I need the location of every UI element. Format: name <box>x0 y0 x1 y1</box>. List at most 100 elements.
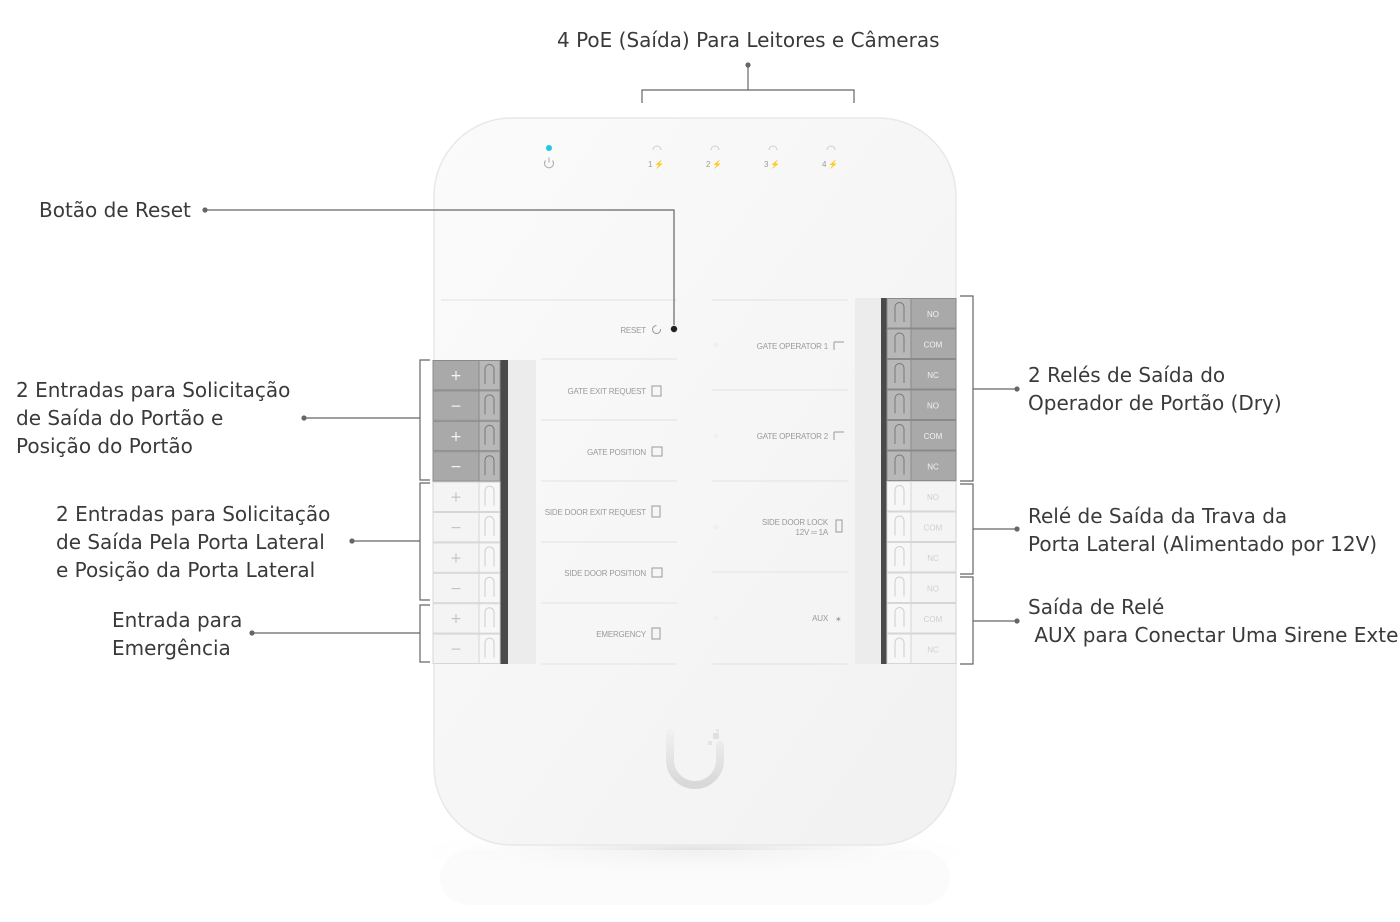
screw-slot-icon <box>894 485 905 505</box>
screw-slot-icon <box>484 576 495 597</box>
screw-slot-icon <box>894 393 905 414</box>
terminal-relay-10[interactable]: NO <box>886 572 957 603</box>
lightning-icon: ⚡ <box>770 159 780 169</box>
terminal-input-5[interactable]: + <box>432 481 501 513</box>
terminal-input-2[interactable]: − <box>432 390 501 421</box>
terminal-label: COM <box>924 615 943 624</box>
screw-slot-icon <box>894 424 905 444</box>
poe-indicators: 1 ⚡ 2 ⚡ 3 ⚡ 4 ⚡ <box>648 145 838 169</box>
panel-dividers <box>441 299 848 665</box>
terminal-relay-7[interactable]: NO <box>886 481 957 512</box>
terminal-input-7[interactable]: + <box>432 542 501 573</box>
reset-label: RESET <box>620 326 646 335</box>
gate-inputs-callout: 2 Entradas para Solicitação de Saída do … <box>16 378 291 458</box>
terminal-label: COM <box>924 341 943 350</box>
terminal-relay-9[interactable]: NC <box>886 542 957 573</box>
terminal-polarity: + <box>450 429 462 445</box>
terminal-polarity: − <box>450 581 462 597</box>
terminal-relay-6[interactable]: NC <box>886 450 957 481</box>
terminal-relay-5[interactable]: COM <box>886 420 957 451</box>
screw-slot-icon <box>484 637 495 658</box>
terminal-label: NC <box>927 646 939 655</box>
gate-position-label: GATE POSITION <box>587 448 646 457</box>
terminal-relay-11[interactable]: COM <box>886 603 957 634</box>
poe-port-1-label: 1 <box>648 160 653 169</box>
screw-slot-icon <box>894 515 905 536</box>
poe-port-3: 3 ⚡ <box>764 145 780 169</box>
terminal-relay-4[interactable]: NO <box>886 389 957 420</box>
poe-port-1: 1 ⚡ <box>648 145 664 169</box>
callout-lines <box>205 65 1017 665</box>
terminal-input-3[interactable]: + <box>432 420 501 452</box>
screw-slot-icon <box>894 607 905 627</box>
unifi-logo <box>666 729 724 789</box>
terminal-label: NC <box>927 371 939 380</box>
gate-exit-label: GATE EXIT REQUEST <box>567 387 646 396</box>
screw-slot-icon <box>484 424 495 445</box>
gate-operator-icon <box>833 341 844 350</box>
terminal-rail <box>500 360 508 664</box>
terminal-polarity: + <box>450 550 462 566</box>
terminal-input-6[interactable]: − <box>432 512 501 543</box>
terminal-polarity: − <box>450 642 462 658</box>
screw-slot-icon <box>894 576 905 597</box>
lock-icon <box>835 519 843 533</box>
status-led <box>713 433 719 439</box>
screw-slot-icon <box>484 394 495 415</box>
terminal-label: NC <box>927 463 939 472</box>
terminal-relay-3[interactable]: NC <box>886 359 957 390</box>
terminal-label: NO <box>927 585 939 594</box>
lightning-icon: ⚡ <box>712 159 722 169</box>
reset-callout: Botão de Reset <box>39 198 191 222</box>
poe-port-2-label: 2 <box>706 160 711 169</box>
screw-slot-icon <box>894 454 905 475</box>
lightning-icon: ⚡ <box>654 159 664 169</box>
reset-arrow-icon <box>652 325 662 334</box>
terminal-input-4[interactable]: − <box>432 451 501 482</box>
emergency-label: EMERGENCY <box>596 630 647 639</box>
terminal-polarity: + <box>450 611 462 627</box>
terminal-relay-1[interactable]: NO <box>886 298 957 329</box>
terminal-input-1[interactable]: + <box>432 360 501 391</box>
terminal-label: NO <box>927 493 939 502</box>
terminal-label: COM <box>924 432 943 441</box>
terminal-input-9[interactable]: + <box>432 603 501 634</box>
terminal-label: NC <box>927 554 939 563</box>
screw-slot-icon <box>894 637 905 658</box>
poe-port-4: 4 ⚡ <box>822 145 838 169</box>
left-terminal-block: + − + − + − + − + − <box>432 360 536 664</box>
poe-port-4-label: 4 <box>822 160 827 169</box>
emergency-callout: Entrada para Emergência <box>112 608 243 660</box>
gate-operator-2-label: GATE OPERATOR 2 <box>757 432 829 441</box>
terminal-relay-2[interactable]: COM <box>886 328 957 359</box>
door-position-icon <box>651 567 663 578</box>
poe-port-3-label: 3 <box>764 160 769 169</box>
terminal-polarity: − <box>450 520 462 536</box>
terminal-label: NO <box>927 310 939 319</box>
exit-request-icon <box>651 385 662 397</box>
screw-slot-icon <box>484 607 495 628</box>
right-terminal-block: NO COM NC NO COM NC NO COM NC NO COM NC <box>855 298 957 664</box>
status-led <box>713 615 719 621</box>
terminal-polarity: + <box>450 490 462 506</box>
gate-icon <box>651 446 663 457</box>
aux-label: AUX <box>812 614 829 623</box>
callout-dots <box>202 62 1020 636</box>
side-lock-label: SIDE DOOR LOCK <box>762 518 829 527</box>
terminal-relay-8[interactable]: COM <box>886 511 957 542</box>
screw-slot-icon <box>894 363 905 383</box>
terminal-polarity: − <box>450 459 462 475</box>
terminal-input-8[interactable]: − <box>432 572 501 604</box>
screw-slot-icon <box>484 455 495 476</box>
screw-slot-icon <box>894 546 905 566</box>
siren-icon: ✶ <box>835 615 842 624</box>
poe-callout: 4 PoE (Saída) Para Leitores e Câmeras <box>557 28 940 52</box>
terminal-input-10[interactable]: − <box>432 633 501 664</box>
screw-slot-icon <box>484 485 495 506</box>
terminal-polarity: + <box>450 368 462 384</box>
side-lock-rating: 12V ═ 1A <box>795 528 828 537</box>
screw-slot-icon <box>894 302 905 322</box>
reset-button[interactable] <box>670 325 678 333</box>
terminal-relay-12[interactable]: NC <box>886 633 957 664</box>
